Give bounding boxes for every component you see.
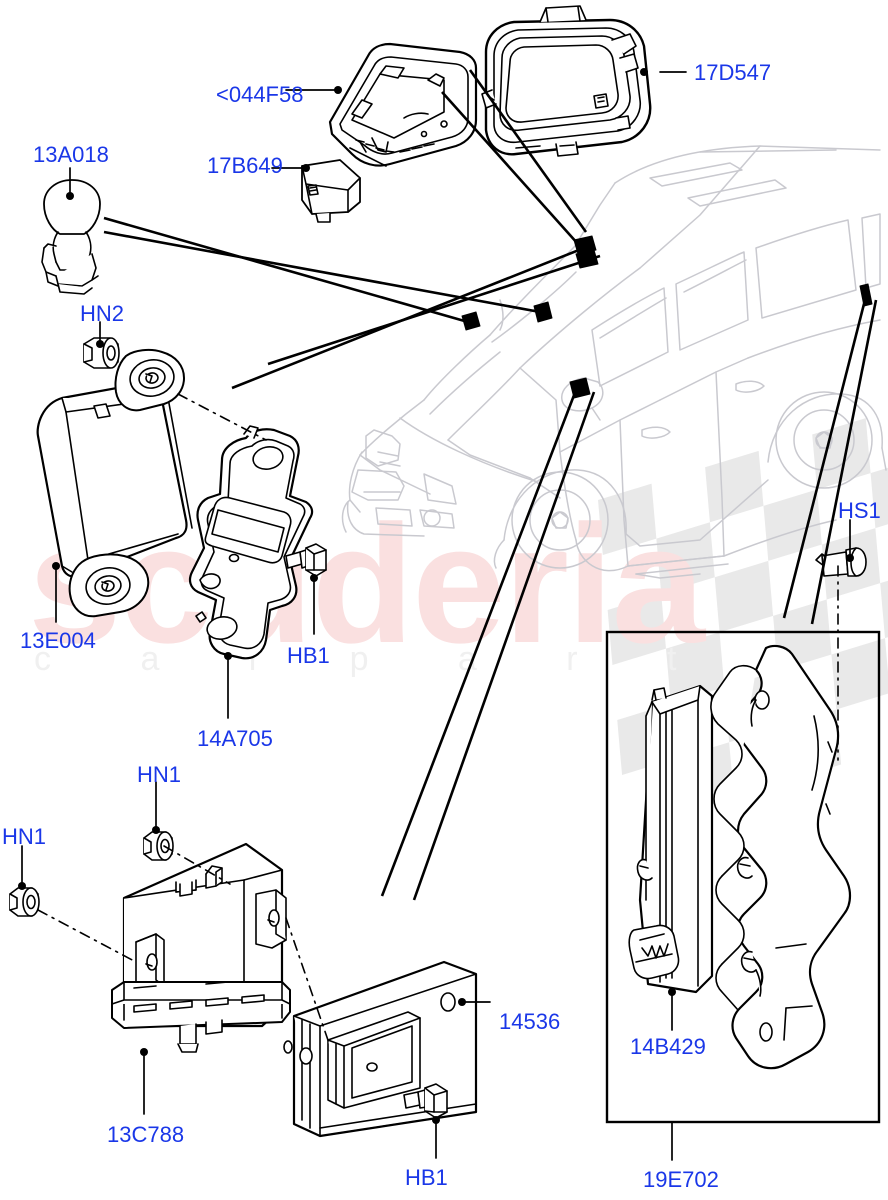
part-HN1-nut-left xyxy=(9,887,40,917)
callout-label-19E702[interactable]: 19E702 xyxy=(643,1167,719,1192)
watermark-tagline: c a r p a r t s xyxy=(34,640,823,678)
part-17D547-module xyxy=(481,5,652,157)
part-14A705-bracket xyxy=(188,425,314,660)
callout-label-044F58[interactable]: <044F58 xyxy=(216,82,304,107)
part-13E004-control-module xyxy=(36,348,193,618)
callout-label-HN1-upper[interactable]: HN1 xyxy=(137,762,182,787)
part-HB1-bolt-lower xyxy=(403,1083,448,1119)
callout-label-13A018[interactable]: 13A018 xyxy=(33,142,109,167)
callout-label-13C788[interactable]: 13C788 xyxy=(107,1122,185,1147)
part-HB1-bolt-upper xyxy=(285,543,327,577)
callout-label-17B649[interactable]: 17B649 xyxy=(207,153,283,178)
part-13A018-siren xyxy=(41,179,101,295)
part-14B429-module xyxy=(628,684,714,994)
callout-label-HB1-lower[interactable]: HB1 xyxy=(405,1165,448,1190)
callout-label-13E004[interactable]: 13E004 xyxy=(20,628,96,653)
part-17B649-sensor xyxy=(301,159,361,223)
callout-label-HS1[interactable]: HS1 xyxy=(838,498,881,523)
callout-label-14B429[interactable]: 14B429 xyxy=(630,1034,706,1059)
callout-label-HB1-upper[interactable]: HB1 xyxy=(287,643,330,668)
callout-label-17D547[interactable]: 17D547 xyxy=(694,60,772,85)
callout-label-HN1-left[interactable]: HN1 xyxy=(2,824,47,849)
part-19E702-trim-panel xyxy=(710,644,852,1070)
part-044F58-console-tray xyxy=(328,42,478,167)
callout-label-14A705[interactable]: 14A705 xyxy=(197,726,273,751)
callout-label-14536[interactable]: 14536 xyxy=(499,1009,561,1034)
callout-label-HN2[interactable]: HN2 xyxy=(80,301,125,326)
part-13C788-relay-module xyxy=(111,842,291,1053)
